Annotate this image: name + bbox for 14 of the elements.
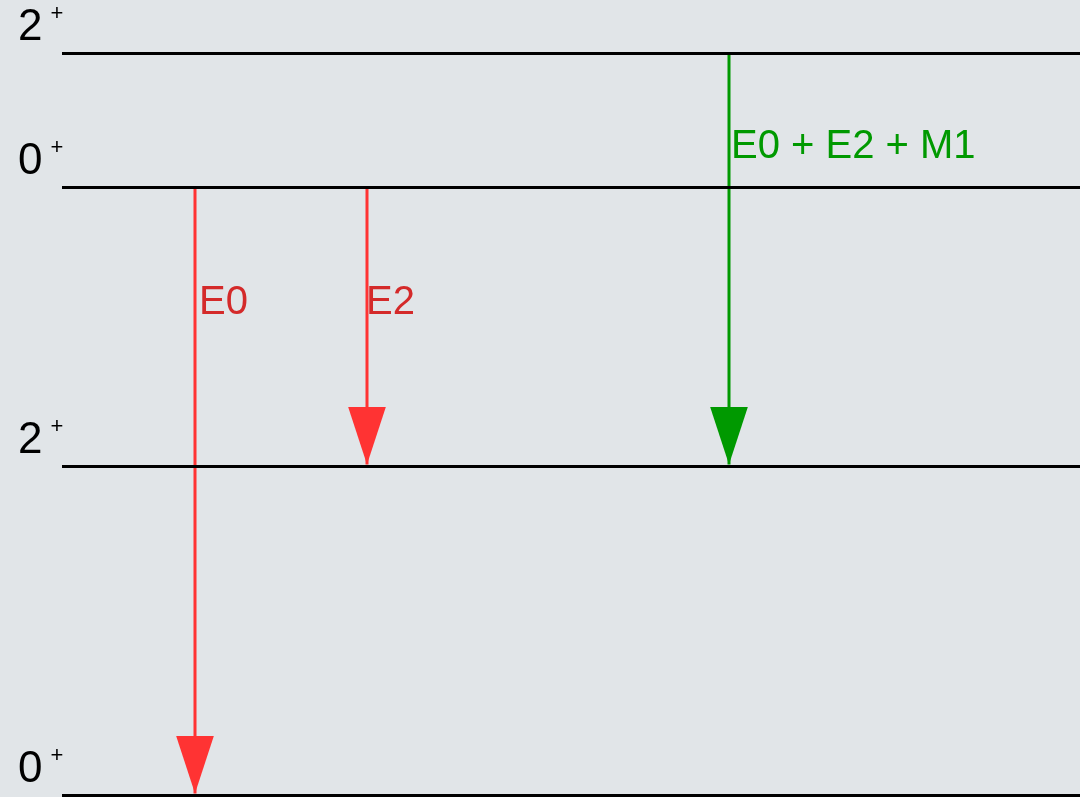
energy-level-line <box>62 51 1080 55</box>
energy-level-line <box>62 793 1080 797</box>
level-label: 0$^{+}$ <box>18 745 64 789</box>
level-label: 2$^{+}$ <box>18 416 64 460</box>
arrow <box>176 188 214 794</box>
arrow <box>348 188 386 465</box>
level-label: 2$^{+}$ <box>18 3 64 47</box>
edge-label: E0 + E2 + M1 <box>731 124 976 164</box>
energy-level-line <box>62 464 1080 468</box>
edge-label: E0 <box>199 280 248 320</box>
energy-level-line <box>62 185 1080 189</box>
arrow <box>710 54 748 465</box>
level-label: 0$^{+}$ <box>18 137 64 181</box>
edge-label: E2 <box>366 280 415 320</box>
